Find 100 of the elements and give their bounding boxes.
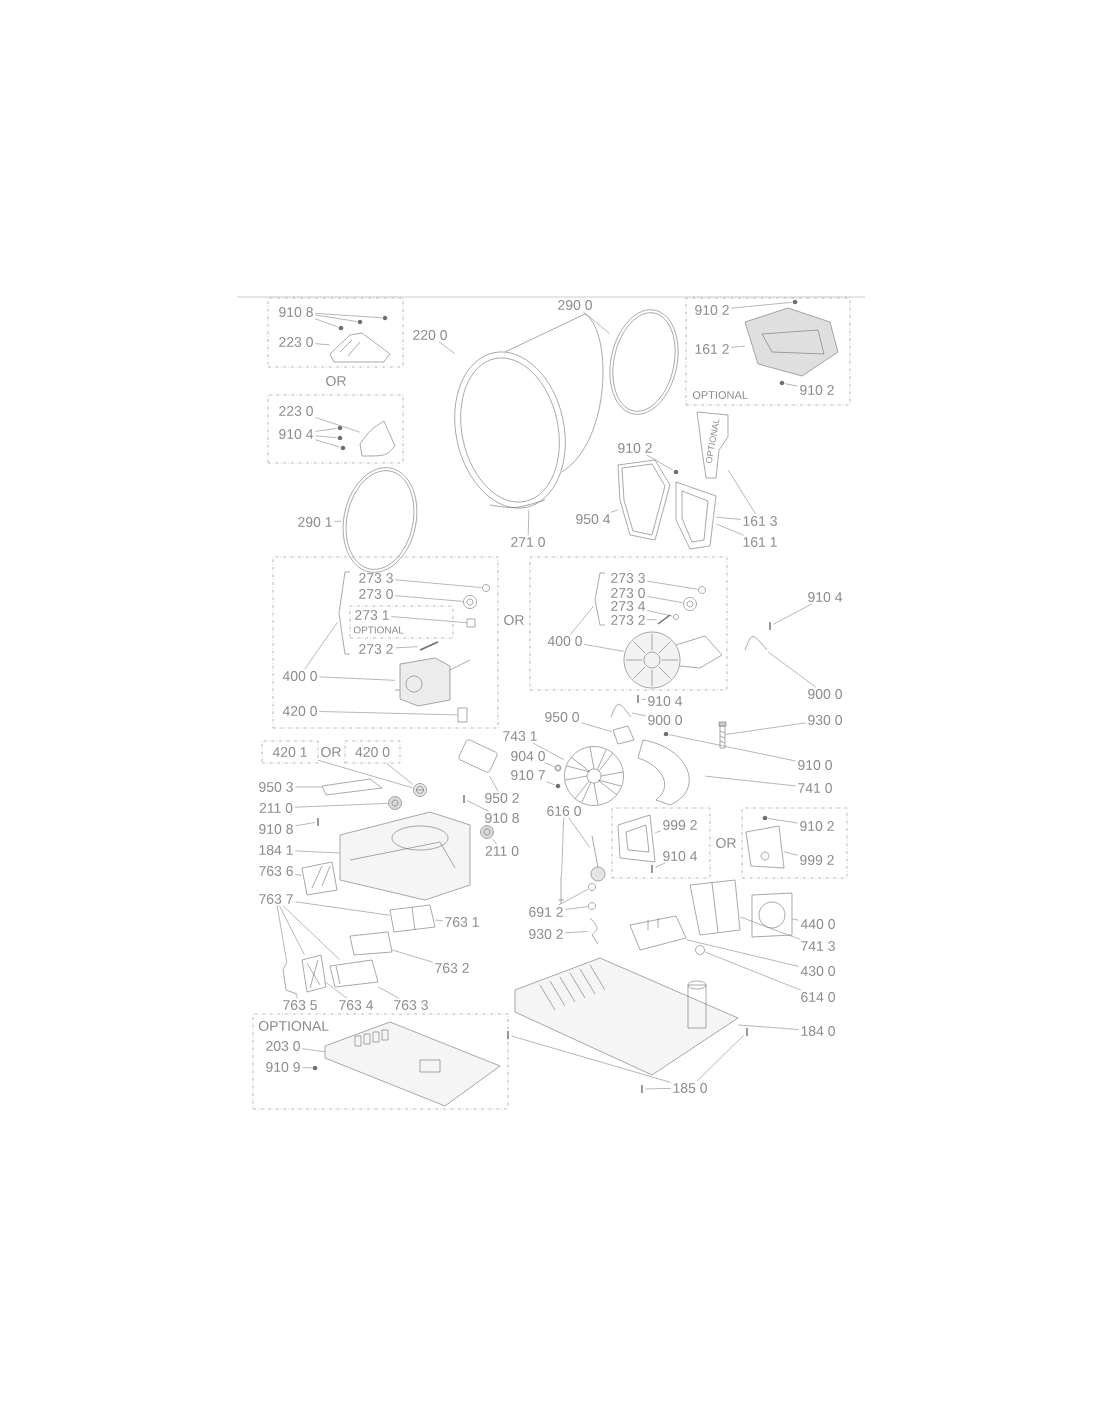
callout-number: 273 2 bbox=[611, 615, 645, 625]
callout-number: 741 0 bbox=[798, 783, 832, 793]
leader-line bbox=[295, 874, 302, 876]
callout-number: 910 4 bbox=[663, 851, 698, 861]
leader-line bbox=[492, 839, 497, 845]
dashed-frame bbox=[529, 556, 728, 691]
leader-line bbox=[582, 311, 610, 334]
callout-number: 211 0 bbox=[485, 846, 519, 856]
cover-drawing bbox=[617, 814, 656, 863]
pulley-drawing bbox=[683, 597, 697, 611]
callout-number: 185 0 bbox=[673, 1083, 707, 1093]
dashed-frame bbox=[611, 807, 711, 879]
pulley-drawing bbox=[480, 825, 494, 839]
probe-drawing bbox=[557, 875, 565, 905]
or-label: OR bbox=[504, 615, 524, 625]
base-drawing bbox=[339, 811, 471, 901]
leader-line bbox=[581, 722, 612, 732]
callout-number: 999 2 bbox=[800, 855, 834, 865]
leader-line bbox=[632, 712, 646, 717]
leader-line bbox=[279, 905, 305, 955]
callout-number: 743 1 bbox=[503, 731, 537, 741]
leader-line bbox=[584, 644, 624, 652]
filter-drawing bbox=[349, 931, 393, 956]
frame-drawing bbox=[675, 481, 717, 550]
leader-line bbox=[568, 817, 590, 848]
callout-number: 950 0 bbox=[545, 712, 579, 722]
callout-number: 910 2 bbox=[618, 443, 652, 453]
leader-line bbox=[395, 579, 482, 588]
callout-number: 910 4 bbox=[808, 592, 843, 602]
handle-drawing bbox=[282, 961, 298, 995]
leader-line bbox=[570, 605, 594, 635]
leader-line bbox=[276, 905, 287, 962]
leader-line bbox=[295, 994, 298, 999]
leader-line bbox=[785, 383, 798, 387]
leader-line bbox=[282, 905, 340, 960]
leader-line bbox=[716, 523, 744, 536]
leader-line bbox=[295, 822, 315, 827]
wire-drawing bbox=[589, 917, 599, 945]
screw-drawing bbox=[555, 783, 561, 789]
leader-line bbox=[705, 951, 802, 991]
leader-line bbox=[728, 470, 757, 515]
callout-number: 161 1 bbox=[743, 537, 777, 547]
screw-drawing bbox=[337, 425, 343, 431]
bushing-drawing bbox=[588, 902, 596, 910]
dashed-frame bbox=[741, 807, 848, 879]
leader-line bbox=[740, 916, 801, 940]
callout-number: 950 4 bbox=[576, 514, 611, 524]
capacitor-drawing bbox=[413, 783, 427, 797]
cover-drawing bbox=[745, 825, 785, 869]
leader-line bbox=[314, 318, 338, 328]
callout-number: 184 0 bbox=[801, 1026, 835, 1036]
leader-line bbox=[705, 775, 796, 787]
callout-number: 910 8 bbox=[259, 824, 293, 834]
fan-wheel-drawing bbox=[564, 746, 624, 806]
callout-number: 763 4 bbox=[339, 1000, 374, 1010]
callout-number: 763 6 bbox=[259, 866, 293, 876]
leader-line bbox=[645, 1088, 671, 1090]
callout-number: 910 8 bbox=[279, 307, 313, 317]
leader-line bbox=[334, 520, 342, 522]
callout-number: 273 3 bbox=[359, 573, 393, 583]
leader-line bbox=[315, 314, 357, 322]
leader-line bbox=[565, 931, 588, 934]
callout-number: 271 0 bbox=[511, 537, 545, 547]
bushing-drawing bbox=[588, 883, 596, 891]
leader-line bbox=[489, 776, 499, 792]
callout-number: 910 2 bbox=[800, 821, 834, 831]
leader-line bbox=[295, 901, 390, 916]
leader-line bbox=[669, 734, 796, 762]
gasket-drawing bbox=[617, 459, 671, 541]
leader-line bbox=[438, 341, 455, 354]
leader-line bbox=[435, 919, 443, 921]
leader-line bbox=[392, 949, 433, 963]
screw-drawing bbox=[340, 445, 346, 451]
leader-line bbox=[655, 830, 661, 833]
callout-number: 273 3 bbox=[611, 573, 645, 583]
gasket-ring-drawing bbox=[609, 309, 679, 415]
leader-line bbox=[386, 763, 413, 785]
leader-line bbox=[646, 454, 673, 471]
callout-number: 273 2 bbox=[359, 644, 393, 654]
leader-line bbox=[647, 610, 673, 617]
gasket-drawing bbox=[612, 725, 635, 745]
leader-line bbox=[610, 509, 618, 513]
leader-line bbox=[647, 619, 657, 620]
bolt-drawing bbox=[657, 614, 671, 625]
duct-drawing bbox=[689, 879, 741, 936]
leader-line bbox=[558, 889, 588, 906]
fan-drawing bbox=[751, 892, 793, 938]
screw-drawing bbox=[762, 815, 768, 821]
callout-number: 910 2 bbox=[800, 385, 834, 395]
leader-line bbox=[731, 345, 745, 348]
leader-line bbox=[527, 510, 530, 536]
drum-drawing bbox=[454, 313, 604, 509]
callout-number: 763 3 bbox=[394, 1000, 428, 1010]
filter-drawing bbox=[329, 959, 379, 988]
leader-line bbox=[318, 760, 413, 789]
filter-drawing bbox=[389, 904, 436, 933]
leader-line bbox=[315, 428, 337, 432]
callout-number: 400 0 bbox=[282, 671, 317, 681]
callout-number: 273 0 bbox=[359, 589, 393, 599]
callout-number: 910 2 bbox=[695, 305, 729, 315]
